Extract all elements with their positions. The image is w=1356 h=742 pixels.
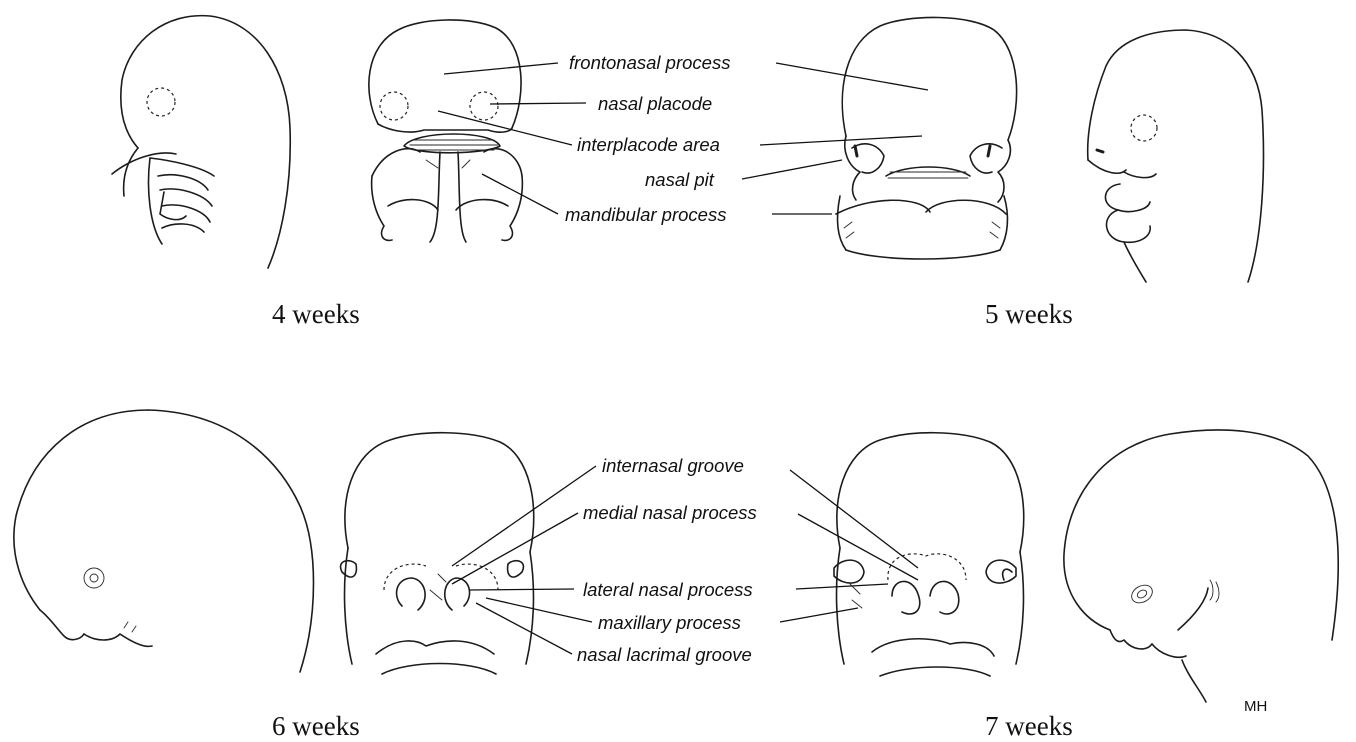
label-nasal-lacrimal-groove: nasal lacrimal groove [577, 644, 752, 665]
stage-label-4-weeks: 4 weeks [272, 299, 360, 329]
label-lateral-nasal-process: lateral nasal process [583, 579, 753, 600]
stage-label-7-weeks: 7 weeks [985, 711, 1073, 741]
embryo-4w-lateral [112, 16, 290, 268]
label-interplacode-area: interplacode area [577, 134, 720, 155]
embryo-4w-frontal [369, 20, 523, 242]
artist-signature: MH [1244, 698, 1267, 715]
stage-label-6-weeks: 6 weeks [272, 711, 360, 741]
label-maxillary-process: maxillary process [598, 612, 741, 633]
embryo-7w-frontal [834, 433, 1024, 676]
embryo-5w-frontal [836, 17, 1017, 259]
label-mandibular-process: mandibular process [565, 204, 726, 225]
label-frontonasal-process: frontonasal process [569, 52, 730, 73]
label-internasal-groove: internasal groove [602, 455, 744, 476]
stage-label-5-weeks: 5 weeks [985, 299, 1073, 329]
embryo-7w-lateral [1064, 430, 1338, 702]
label-medial-nasal-process: medial nasal process [583, 502, 757, 523]
label-nasal-placode: nasal placode [598, 93, 712, 114]
embryo-6w-lateral [14, 410, 314, 672]
label-nasal-pit: nasal pit [645, 169, 715, 190]
embryo-5w-lateral [1088, 30, 1264, 282]
embryo-6w-frontal [341, 433, 534, 674]
